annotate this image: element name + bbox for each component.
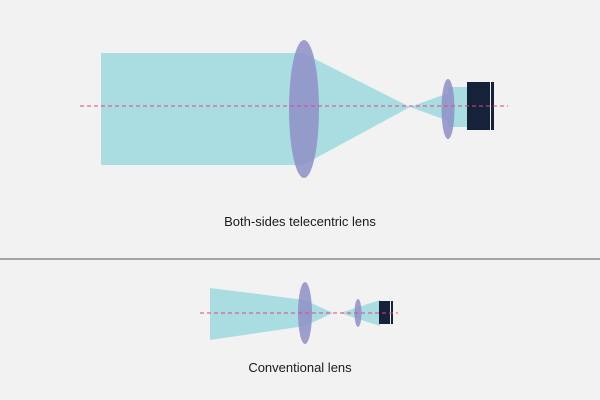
telecentric-converging-beam	[303, 53, 410, 165]
telecentric-rear-lens	[441, 79, 455, 139]
telecentric-sensor-plate	[491, 82, 494, 130]
conventional-caption: Conventional lens	[248, 360, 352, 375]
telecentric-front-lens	[289, 40, 319, 178]
telecentric-panel: Both-sides telecentric lens	[80, 40, 508, 229]
telecentric-camera-sensor	[467, 82, 490, 130]
telecentric-object-beam	[101, 53, 303, 165]
conventional-panel: Conventional lens	[200, 282, 398, 375]
conventional-converging-beam	[210, 288, 305, 340]
telecentric-caption: Both-sides telecentric lens	[224, 214, 376, 229]
